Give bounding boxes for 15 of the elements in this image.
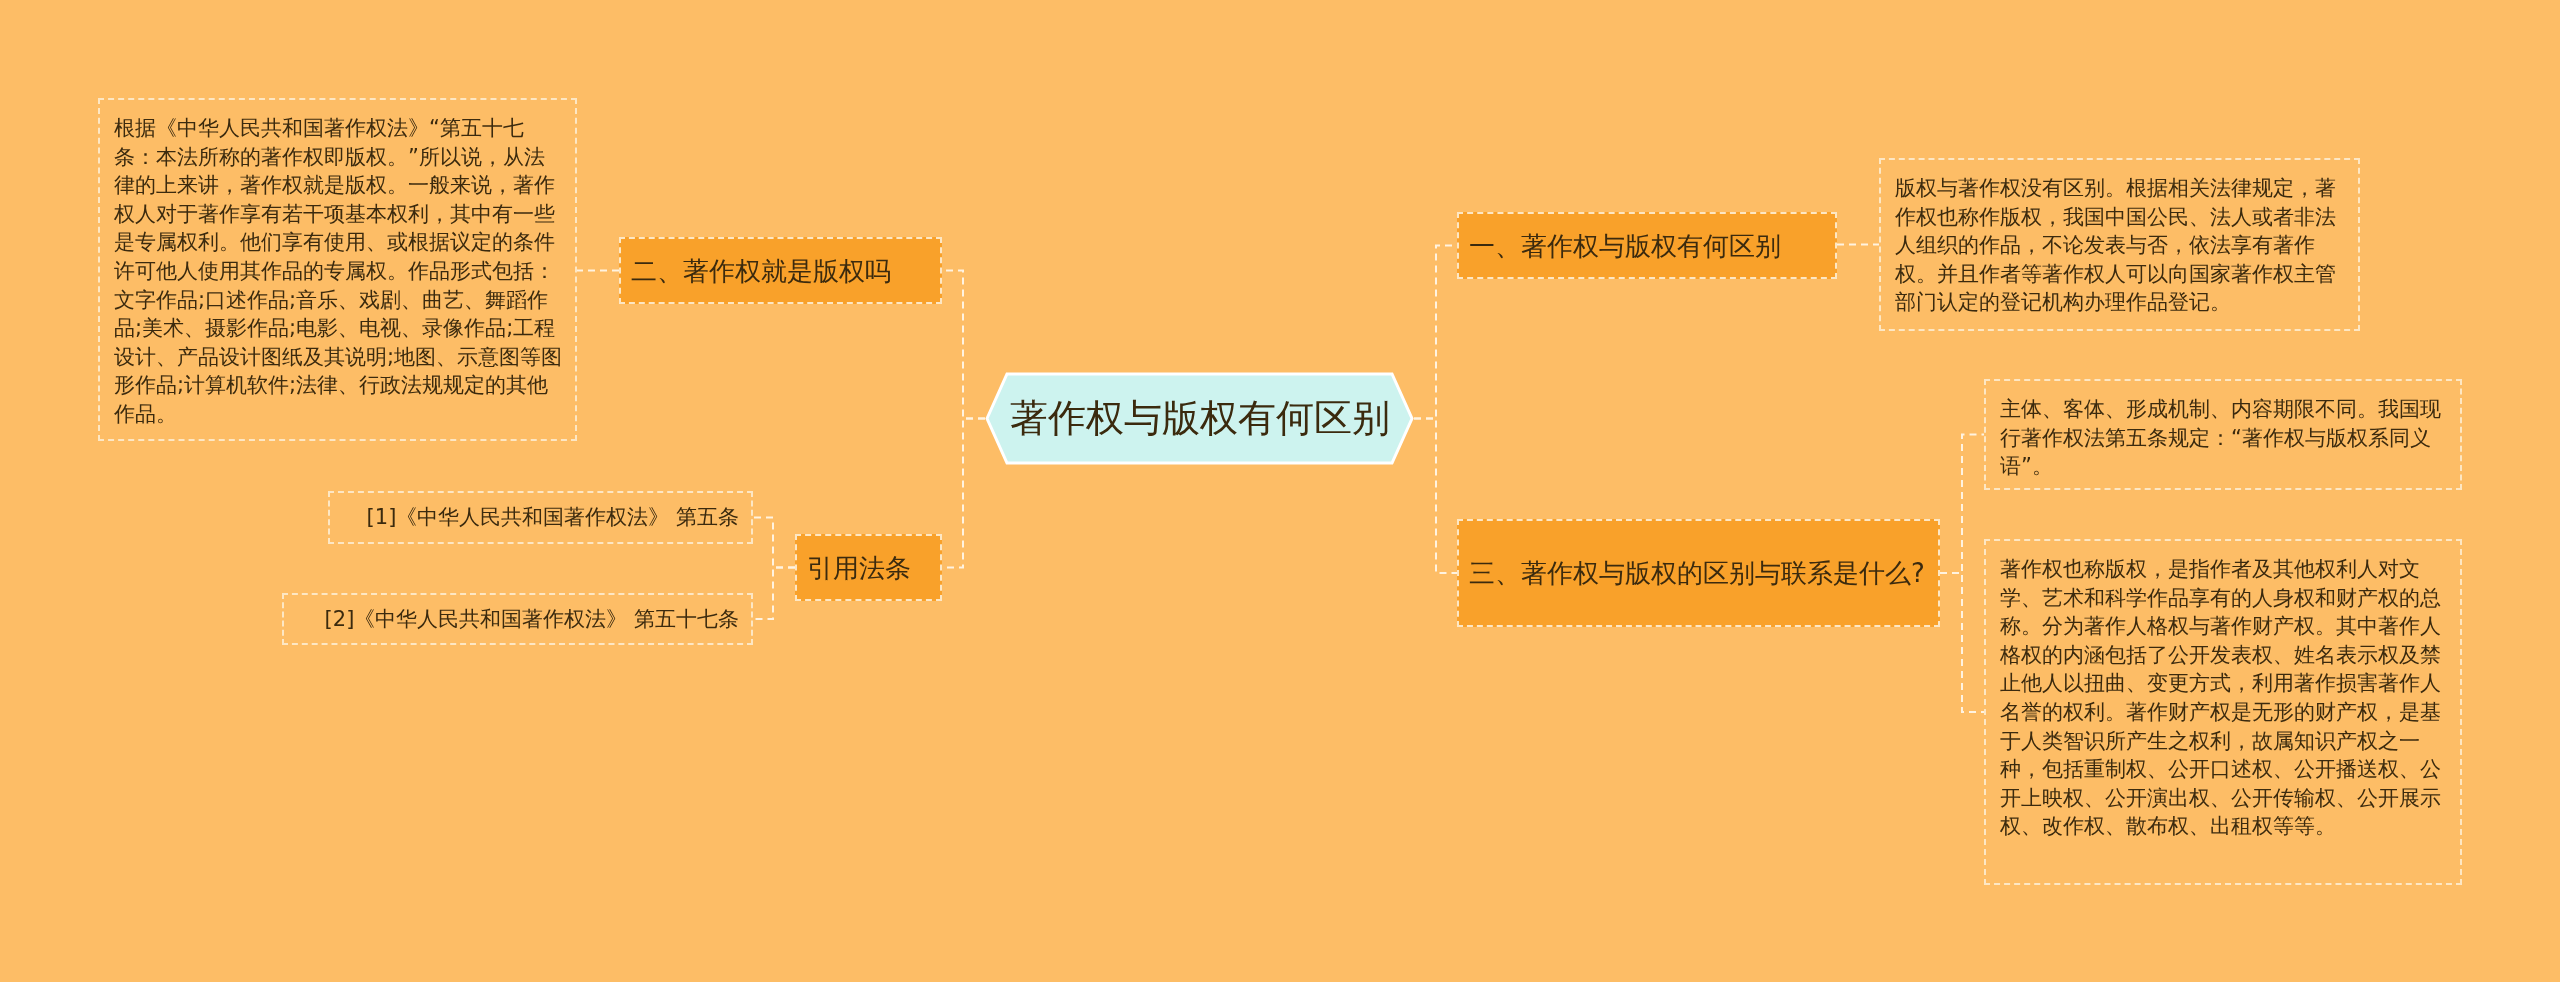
text-box: 主体、客体、形成机制、内容期限不同。我国现行著作权法第五条规定：“著作权与版权系同义语”。 [1984, 379, 2462, 490]
reference-box: [2]《中华人民共和国著作权法》 第五十七条 [282, 593, 753, 645]
text-box: 版权与著作权没有区别。根据相关法律规定，著作权也称作版权，我国中国公民、法人或者非法人组织的作品，不论发表与否，依法享有著作权。并且作者等著作权人可以向国家著作权主管部门认定的登记机构办理作品登记。 [1879, 158, 2360, 331]
connector-line [1939, 572, 1985, 713]
text-box: 根据《中华人民共和国著作权法》“第五十七条：本法所称的著作权即版权。”所以说，从法律的上来讲，著作权就是版权。一般来说，著作权人对于著作享有若干项基本权利，其中有一些是专属权利。他们享有使用、或根据议定的条件许可他人使用其作品的专属权。作品形式包括：文字作品;口述作品;音乐、戏剧、曲艺、舞蹈作品;美术、摄影作品;电影、电视、录像作品;工程设计、产品设计图纸及其说明;地图、示意图等图形作品;计算机软件;法律、行政法规规定的其他作品。 [98, 98, 577, 441]
reference-box: [1]《中华人民共和国著作权法》 第五条 [328, 491, 753, 544]
topic-box: 一、著作权与版权有何区别 [1457, 212, 1837, 279]
topic-box: 引用法条 [795, 534, 942, 601]
connector-line [1413, 417, 1458, 574]
central-topic-hexagon: 著作权与版权有何区别 [985, 372, 1414, 465]
connector-line [576, 269, 620, 272]
connector-line [1836, 243, 1880, 246]
topic-box: 三、著作权与版权的区别与联系是什么? [1457, 519, 1940, 627]
topic-box: 二、著作权就是版权吗 [619, 237, 942, 304]
text-box: 著作权也称版权，是指作者及其他权利人对文学、艺术和科学作品享有的人身权和财产权的总称。分为著作人格权与著作财产权。其中著作人格权的内涵包括了公开发表权、姓名表示权及禁止他人以扭曲、变更方式，利用著作损害著作人名誉的权利。著作财产权是无形的财产权，是基于人类智识所产生之权利，故属知识产权之一种，包括重制权、公开口述权、公开播送权、公开上映权、公开演出权、公开传输权、公开展示权、改作权、散布权、出租权等等。 [1984, 539, 2462, 885]
